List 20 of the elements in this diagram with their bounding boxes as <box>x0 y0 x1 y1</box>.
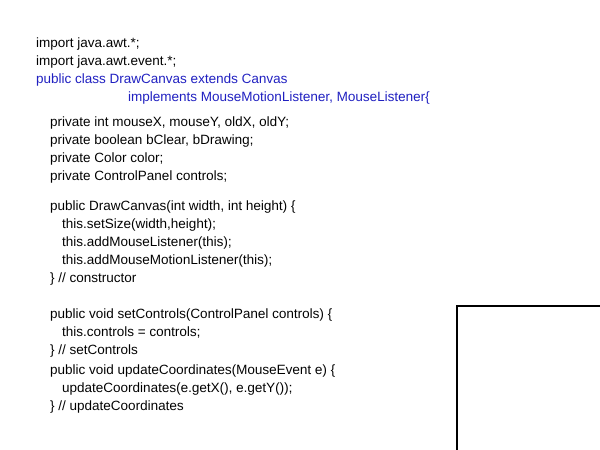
code-line: private Color color; <box>50 150 164 166</box>
code-line: public void updateCoordinates(MouseEvent e) { <box>50 362 336 378</box>
frame-outline <box>456 305 600 450</box>
code-line: public DrawCanvas(int width, int height) { <box>50 198 296 214</box>
code-line: import java.awt.event.*; <box>36 53 176 69</box>
code-line: private boolean bClear, bDrawing; <box>50 132 254 148</box>
code-line: } // updateCoordinates <box>50 398 184 414</box>
code-line: updateCoordinates(e.getX(), e.getY()); <box>62 380 292 396</box>
code-line: private ControlPanel controls; <box>50 168 228 184</box>
code-line: public class DrawCanvas extends Canvas <box>36 71 288 87</box>
code-line: this.controls = controls; <box>62 324 200 340</box>
code-line: this.addMouseListener(this); <box>62 234 232 250</box>
code-line: this.addMouseMotionListener(this); <box>62 252 272 268</box>
code-line: public void setControls(ControlPanel controls) { <box>50 306 332 322</box>
code-line: this.setSize(width,height); <box>62 216 216 232</box>
code-line: } // setControls <box>50 342 138 358</box>
code-line: private int mouseX, mouseY, oldX, oldY; <box>50 114 290 130</box>
code-line: implements MouseMotionListener, MouseListener{ <box>128 89 430 105</box>
code-line: } // constructor <box>50 270 136 286</box>
code-line: import java.awt.*; <box>36 35 140 51</box>
